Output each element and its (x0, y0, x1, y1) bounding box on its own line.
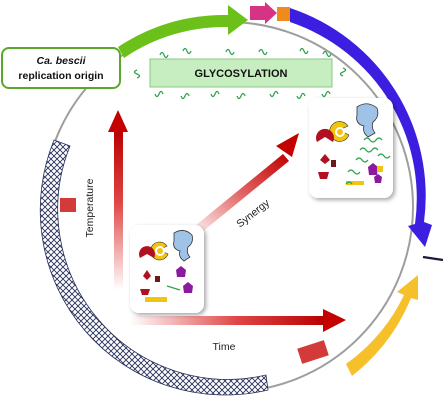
time-label: Time (213, 341, 236, 353)
blue-arrow (290, 8, 432, 247)
orange-box (277, 7, 290, 21)
red-box-left (60, 198, 76, 212)
glycan-squiggles (133, 47, 347, 100)
glycosylation-bar: GLYCOSYLATION (133, 47, 347, 100)
ring-tick (422, 255, 444, 262)
red-box-bottom (297, 340, 329, 364)
temperature-label: Temperature (84, 178, 96, 237)
time-axis (130, 309, 346, 332)
temperature-axis (108, 110, 128, 290)
origin-box: Ca. bescii replication origin (1, 47, 121, 89)
glycosylation-label: GLYCOSYLATION (195, 68, 288, 80)
origin-text: replication origin (18, 70, 103, 82)
large-card-glycans (345, 137, 391, 185)
blue-enzyme (173, 230, 193, 262)
red-enzyme (139, 246, 155, 258)
origin-species: Ca. bescii (36, 55, 86, 67)
enzyme-card-small (130, 225, 204, 313)
synergy-label: Synergy (234, 197, 272, 231)
hatched-segment (39, 139, 269, 396)
enzyme-card-large (309, 98, 393, 198)
synergy-axis (190, 133, 299, 237)
yellow-arrow (346, 275, 418, 376)
green-arrow (118, 5, 248, 58)
pink-arrow (250, 2, 277, 24)
